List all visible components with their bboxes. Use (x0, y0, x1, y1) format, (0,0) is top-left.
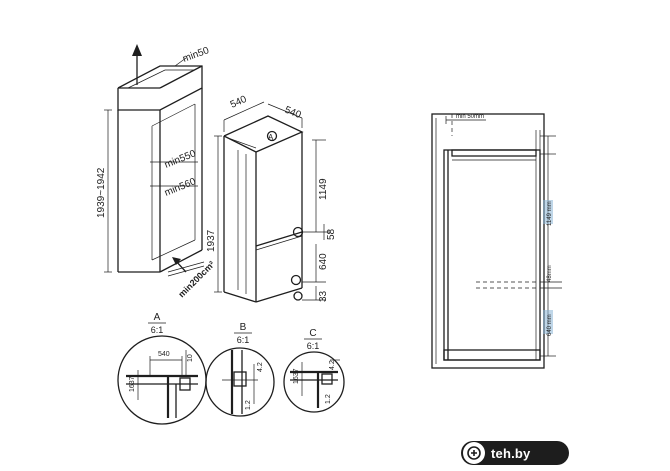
dim3-highlight (543, 310, 553, 334)
niche-min550-label: min550 (163, 148, 198, 171)
detail-c-scale: 6:1 (307, 341, 320, 351)
detail-b-dim2: 1.2 (245, 400, 252, 410)
detail-a-dim3: 10 (187, 354, 194, 362)
watermark-logo-icon (463, 442, 485, 464)
niche-min50-label: min50 (181, 45, 211, 65)
side-dim3-label: 640 mm (547, 314, 553, 336)
detail-b: B 6:1 4.2 1.2 (205, 322, 275, 417)
detail-b-scale: 6:1 (237, 335, 250, 345)
detail-c-dim3: 1.2 (325, 394, 332, 404)
detail-b-dim1: 4.2 (257, 362, 264, 372)
niche-height-label: 1939~1942 (96, 167, 107, 218)
unit-mid-label: 58 (326, 228, 337, 240)
detail-a-label: A (154, 312, 161, 323)
niche-drawing: min50 1939~1942 min550 min560 min200cm² (96, 44, 217, 299)
watermark-text: teh.by (491, 445, 531, 461)
unit-width-label: 540 (229, 94, 249, 111)
detail-a-dim2: 1637 (129, 376, 136, 392)
unit-drawing: 540 540 A 1937 1149 58 640 33 (206, 94, 337, 303)
unit-depth-label: 540 (283, 105, 303, 122)
side-dim1-label: 1149 mm (547, 201, 553, 226)
watermark-badge: teh.by (461, 441, 569, 465)
niche-min560-label: min560 (163, 176, 198, 199)
detail-a-dim1: 540 (158, 351, 170, 358)
detail-c-dim2: 4.2 (329, 360, 336, 370)
side-section: min 50mm 1149 mm 48mm 640 mm (431, 113, 562, 369)
detail-a-scale: 6:1 (151, 325, 164, 335)
detail-b-label: B (240, 322, 247, 333)
detail-c: C 6:1 1637 4.2 1.2 (283, 328, 345, 413)
detail-a: A 6:1 540 1637 10 (117, 312, 207, 425)
unit-lower-label: 640 (318, 253, 329, 270)
niche-ventilation-label: min200cm² (176, 259, 216, 299)
side-top-label: min 50mm (456, 114, 484, 120)
unit-upper-label: 1149 (318, 178, 329, 200)
detail-c-dim1: 1637 (293, 368, 300, 384)
detail-c-label: C (309, 328, 316, 339)
unit-bottom-label: 33 (318, 290, 329, 302)
side-dim2-label: 48mm (547, 265, 553, 282)
unit-callout-a: A (268, 133, 274, 142)
dim1-highlight (543, 200, 553, 224)
unit-height-label: 1937 (206, 229, 217, 252)
